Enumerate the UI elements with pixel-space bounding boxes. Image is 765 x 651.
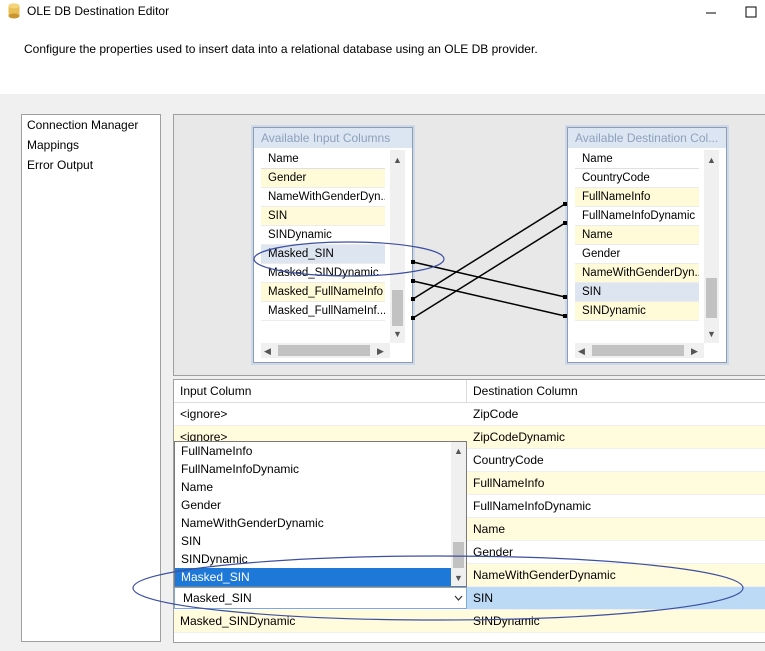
destination-column-item[interactable]: NameWithGenderDyn... [575, 264, 699, 283]
dropdown-scrollbar[interactable]: ▲ ▼ [451, 442, 466, 586]
nav-item-mappings[interactable]: Mappings [27, 138, 80, 152]
input-column-combobox[interactable]: Masked_SIN [174, 587, 467, 609]
input-horizontal-scrollbar[interactable]: ◀ ▶ [261, 343, 390, 358]
input-column-item[interactable]: Masked_SINDynamic [261, 264, 385, 283]
dropdown-option-selected[interactable]: Masked_SIN [175, 568, 453, 586]
dropdown-option[interactable]: SIN [181, 534, 202, 548]
grid-destination-cell: CountryCode [467, 449, 765, 472]
scroll-thumb[interactable] [706, 278, 717, 318]
scroll-right-icon[interactable]: ▶ [377, 346, 384, 356]
minimize-button[interactable] [702, 3, 720, 21]
destination-column-item[interactable]: Name [575, 226, 699, 245]
dropdown-option[interactable]: NameWithGenderDynamic [181, 516, 324, 530]
input-column-item[interactable]: Masked_SIN [261, 245, 385, 264]
destination-column-item[interactable]: FullNameInfo [575, 188, 699, 207]
maximize-button[interactable] [742, 3, 760, 21]
chevron-down-icon [454, 595, 463, 601]
destination-horizontal-scrollbar[interactable]: ◀ ▶ [575, 343, 704, 358]
page-navigation: Connection Manager Mappings Error Output [21, 114, 161, 642]
input-column-item[interactable]: Masked_FullNameInfo [261, 283, 385, 302]
dropdown-button[interactable] [451, 589, 466, 607]
scroll-thumb[interactable] [278, 345, 370, 356]
input-columns-list: Gender NameWithGenderDyn... SIN SINDynam… [261, 169, 385, 321]
input-column-item[interactable]: Masked_FullNameInf... [261, 302, 385, 321]
grid-destination-cell: Gender [467, 541, 765, 564]
scroll-left-icon[interactable]: ◀ [264, 346, 271, 356]
input-column-dropdown-list[interactable]: FullNameInfo FullNameInfoDynamic Name Ge… [174, 441, 467, 587]
combobox-value[interactable]: Masked_SIN [183, 591, 252, 605]
nav-item-connection-manager[interactable]: Connection Manager [27, 118, 139, 132]
grid-destination-cell: ZipCode [467, 403, 765, 426]
grid-destination-cell: FullNameInfo [467, 472, 765, 495]
scroll-up-icon[interactable]: ▲ [393, 155, 402, 165]
scroll-down-icon[interactable]: ▼ [707, 329, 716, 339]
grid-input-cell[interactable]: Masked_SINDynamic [174, 610, 467, 633]
dropdown-option[interactable]: Name [181, 480, 214, 494]
scroll-thumb[interactable] [392, 290, 403, 326]
header-panel: Configure the properties used to insert … [0, 24, 765, 94]
dropdown-option[interactable]: FullNameInfo [181, 444, 253, 458]
input-column-item[interactable]: NameWithGenderDyn... [261, 188, 385, 207]
scroll-thumb[interactable] [453, 542, 464, 568]
grid-destination-cell: SINDynamic [467, 610, 765, 633]
input-vertical-scrollbar[interactable]: ▲ ▼ [390, 150, 405, 343]
destination-column-item[interactable]: FullNameInfoDynamic [575, 207, 699, 226]
input-name-header: Name [261, 150, 385, 169]
destination-column-header[interactable]: Destination Column [467, 380, 765, 403]
scroll-thumb[interactable] [592, 345, 684, 356]
nav-item-error-output[interactable]: Error Output [27, 158, 94, 172]
database-icon [8, 3, 20, 19]
grid-destination-cell: FullNameInfoDynamic [467, 495, 765, 518]
input-column-item[interactable]: Gender [261, 169, 385, 188]
grid-destination-cell: ZipCodeDynamic [467, 426, 765, 449]
mapping-canvas: Available Input Columns Name Gender Name… [173, 114, 765, 376]
scroll-up-icon[interactable]: ▲ [454, 446, 463, 456]
window-title: OLE DB Destination Editor [27, 4, 170, 18]
destination-column-item[interactable]: Gender [575, 245, 699, 264]
available-input-columns-box[interactable]: Available Input Columns Name Gender Name… [253, 127, 413, 363]
destination-columns-title: Available Destination Col... [568, 128, 726, 148]
grid-destination-cell: NameWithGenderDynamic [467, 564, 765, 587]
header-description: Configure the properties used to insert … [24, 42, 538, 56]
input-column-item[interactable]: SIN [261, 207, 385, 226]
scroll-down-icon[interactable]: ▼ [454, 573, 463, 583]
available-destination-columns-box[interactable]: Available Destination Col... Name Countr… [567, 127, 727, 363]
input-column-header[interactable]: Input Column [174, 380, 467, 403]
input-column-item[interactable]: SINDynamic [261, 226, 385, 245]
destination-vertical-scrollbar[interactable]: ▲ ▼ [704, 150, 719, 343]
grid-input-cell[interactable]: <ignore> [174, 403, 467, 426]
destination-name-header: Name [575, 150, 699, 169]
scroll-left-icon[interactable]: ◀ [578, 346, 585, 356]
scroll-down-icon[interactable]: ▼ [393, 329, 402, 339]
destination-column-item[interactable]: SIN [575, 283, 699, 302]
scroll-up-icon[interactable]: ▲ [707, 155, 716, 165]
destination-column-item[interactable]: CountryCode [575, 169, 699, 188]
grid-destination-cell: SIN [467, 587, 765, 610]
input-columns-title: Available Input Columns [254, 128, 412, 148]
mapping-grid: Input Column Destination Column <ignore>… [173, 379, 765, 643]
dropdown-option[interactable]: Gender [181, 498, 222, 512]
destination-columns-list: CountryCode FullNameInfo FullNameInfoDyn… [575, 169, 699, 321]
dropdown-option[interactable]: SINDynamic [181, 552, 248, 566]
grid-destination-cell: Name [467, 518, 765, 541]
destination-column-item[interactable]: SINDynamic [575, 302, 699, 321]
title-bar: OLE DB Destination Editor [0, 0, 765, 24]
scroll-right-icon[interactable]: ▶ [691, 346, 698, 356]
dropdown-option[interactable]: FullNameInfoDynamic [181, 462, 300, 476]
